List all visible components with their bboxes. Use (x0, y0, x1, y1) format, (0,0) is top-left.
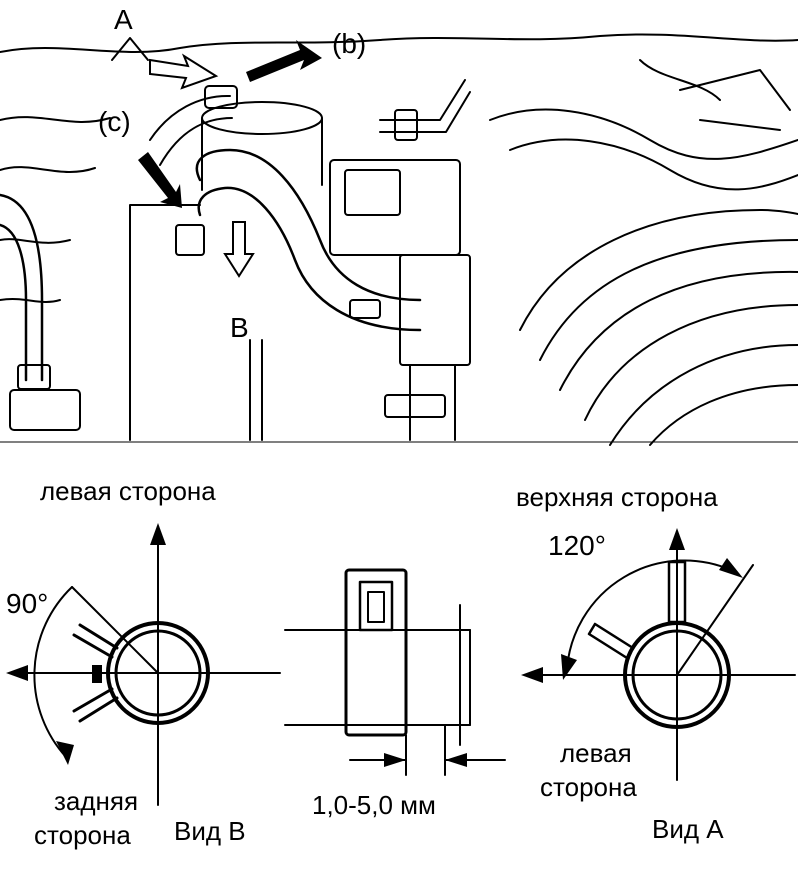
main-hose-inner (197, 186, 422, 332)
valve-block (329, 159, 461, 256)
intake-duct-outer (519, 209, 798, 331)
left-hose (0, 193, 44, 382)
engine-hose-right-1 (489, 108, 798, 160)
view-a-arc-arrow-end (561, 654, 577, 680)
intake-duct-rib-4 (609, 344, 798, 446)
view-a-top-label: верхняя сторона (516, 482, 718, 512)
upper-pipe (379, 79, 471, 133)
engine-hose-right-2 (509, 138, 798, 191)
label-a: A (114, 4, 133, 35)
arrow-b (246, 40, 322, 82)
dimension-arrow-left (384, 753, 406, 767)
clamp-lower-right (349, 299, 381, 319)
view-a-leader (111, 37, 149, 61)
arrow-b-view (223, 221, 255, 278)
view-a-angle-label: 120° (548, 530, 606, 561)
view-b-axis-arrow-up (150, 523, 166, 545)
valve-connector (344, 169, 401, 216)
intake-duct-rib-1 (539, 239, 798, 361)
upper-hose (149, 94, 233, 166)
canister-side (201, 117, 323, 191)
view-a-view-label: Вид А (652, 814, 724, 844)
view-b-tab-upper (72, 623, 119, 659)
clamp-window (358, 580, 394, 632)
clamp-window-inner (367, 591, 385, 623)
clamp-dimension-label: 1,0-5,0 мм (312, 790, 436, 820)
valve-pipe (409, 364, 456, 441)
main-hose-outer (195, 148, 422, 302)
view-a-angle-arc (566, 559, 732, 669)
view-a-diagram (521, 528, 796, 781)
engine-detail-right (639, 59, 791, 131)
view-a-arc-arrow-start (719, 558, 743, 578)
label-b-arrow: (b) (332, 28, 367, 59)
view-b-angle-arc (33, 586, 73, 758)
dimension-arrow-right (445, 753, 467, 767)
view-b-bottom-label-2: сторона (34, 820, 131, 850)
view-b-axis-arrow-left (6, 665, 28, 681)
intake-duct-rib-5 (649, 384, 798, 446)
view-b-bottom-label-1: задняя (54, 786, 139, 816)
pipe-clip (394, 109, 418, 141)
valve-lower (399, 254, 471, 366)
view-b-clamp-marker (92, 665, 102, 683)
view-a-side-label-2: сторона (540, 772, 637, 802)
engine-illustration (0, 33, 798, 446)
clamp-position-diagram (284, 568, 506, 776)
view-b-arc-arrow (56, 741, 74, 765)
intake-duct-rib-2 (559, 270, 798, 391)
clamp-bottom (384, 394, 446, 418)
view-b-diagram (6, 523, 281, 806)
left-hose-fitting (9, 389, 81, 431)
view-a-tab-top (667, 560, 687, 624)
view-a-axis-arrow-up (669, 528, 685, 550)
canister-body (129, 204, 251, 441)
view-a-side-label-1: левая (560, 738, 632, 768)
view-b-top-label: левая сторона (40, 476, 216, 506)
arrow-c (138, 152, 182, 208)
view-b-tab-lower (72, 687, 119, 723)
clamp-top (204, 85, 238, 109)
engine-outline-top (0, 33, 798, 53)
view-a-axis-arrow-left (521, 667, 543, 683)
view-b-angle-label: 90° (6, 588, 49, 619)
intake-duct-rib-3 (584, 304, 798, 421)
engine-outline-left (0, 116, 111, 303)
label-b: B (230, 312, 249, 343)
arrow-a (149, 53, 219, 90)
clamp-left (175, 224, 205, 256)
illustration-border (0, 441, 798, 443)
clamp-body (344, 568, 408, 737)
view-b-view-label: Вид В (174, 816, 246, 846)
left-hose-clamp (17, 364, 51, 390)
view-a-tab-side (587, 622, 635, 660)
label-c-arrow: (c) (98, 106, 131, 137)
